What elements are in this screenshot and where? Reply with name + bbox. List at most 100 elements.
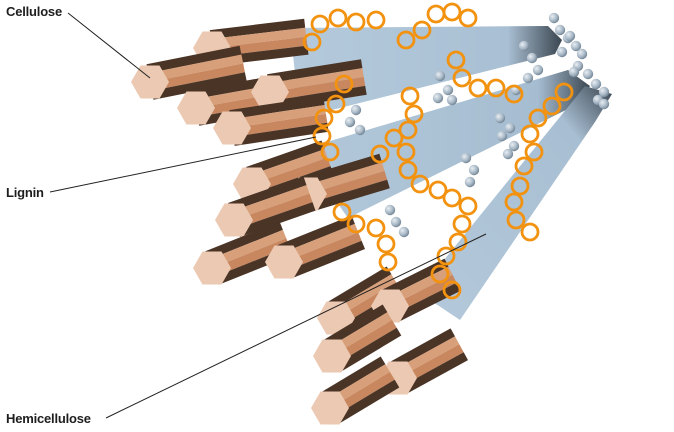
lignin-ring [398,160,418,180]
lignin-ring [442,280,462,300]
fiber-end-face [193,251,231,285]
fiber-stripe [205,221,283,260]
fiber-stripe [280,223,359,262]
lignin-ring [442,188,462,208]
bead [504,122,516,134]
lignin-ring [370,144,390,164]
fiber-stripe [148,54,244,82]
fiber-stripe [267,59,363,84]
lignin-label: Lignin [6,185,44,200]
lignin-ring [314,108,334,128]
fiber-stripe [228,176,307,212]
cellulose-fiber [313,304,402,373]
fiber-stripe [310,179,390,212]
lignin-leader-line [49,136,317,193]
bead [556,46,568,58]
fiber-stripe [381,258,449,298]
cellulose-fiber [233,140,334,201]
fiber-end-face [265,245,303,279]
bead [522,72,534,84]
lignin-ring [520,222,540,242]
lignin-ring [378,252,398,272]
bead [354,124,366,136]
fiber-end-face [177,91,215,125]
lignin-ring [410,174,430,194]
cellulose-fiber [311,356,400,425]
cellulose-label: Cellulose [6,4,62,19]
lignin-ring [468,78,488,98]
fiber-end-face [317,301,355,335]
fiber-stripe [389,328,455,371]
fiber-stripe [233,122,329,146]
fiber-stripe [402,352,468,394]
bead [468,164,480,176]
fiber-stripe [308,171,388,203]
leader-lines [49,12,487,419]
fiber-stripe [334,379,400,424]
fiber-stripe [237,202,316,237]
bead [442,84,454,96]
cellulose-fiber [193,221,293,285]
lignin-ring [400,86,420,106]
bead-chains [344,12,610,238]
lignin-ring [504,192,524,212]
lignin-ring [326,94,346,114]
fiber-stripe [150,63,245,91]
fiber-stripe [210,27,307,48]
lignin-ring [452,68,472,88]
fiber-stripe [252,157,331,193]
lignin-ring [520,124,540,144]
cellulose-fiber [213,96,329,146]
fiber-stripe [268,68,364,92]
bead [554,24,566,36]
bead [432,92,444,104]
lignin-ring [554,82,574,102]
hemicellulose-band-lower [418,86,612,320]
bead [582,68,594,80]
bead [496,130,508,142]
fiber-stripe [322,304,388,349]
bead [460,152,472,164]
fiber-stripe [305,162,385,194]
lignin-ring [412,20,432,40]
lignin-ring [430,264,450,284]
lignin-ring [366,218,386,238]
lignin-ring [310,14,330,34]
fiber-stripe [320,356,386,401]
fiber-stripe [326,266,392,311]
lignin-ring [442,2,462,22]
cellulose-fiber [131,45,247,100]
cellulose-fiber [265,215,365,279]
bead [532,64,544,76]
bead [590,78,602,90]
hemicellulose-label: Hemicellulose [6,411,91,426]
lignin-ring [384,128,404,148]
lignin-ring [320,142,340,162]
bead [564,30,576,42]
fiber-stripe [246,140,325,176]
fiber-end-face [251,75,289,109]
fiber-end-face [313,339,351,373]
fiber-stripe [270,77,366,101]
lignin-ring [302,32,322,52]
lignin-ring [426,4,446,24]
fiber-end-face [213,111,251,145]
lignin-ring [376,234,396,254]
bead [570,40,582,52]
fiber-stripe [230,105,326,128]
bead [390,216,402,228]
lignin-ring [312,126,332,146]
lignin-ring [366,10,386,30]
fiber-end-face [215,203,253,237]
lignin-rings [302,2,574,300]
fiber-stripe [249,149,328,184]
lignin-ring [486,78,506,98]
fiber-stripe [302,153,382,186]
bead [502,148,514,160]
lignin-ring [510,176,530,196]
fiber-stripe [209,18,306,39]
fiber-stripe [229,96,325,120]
fiber-end-face [131,65,169,99]
lignin-ring [448,232,468,252]
